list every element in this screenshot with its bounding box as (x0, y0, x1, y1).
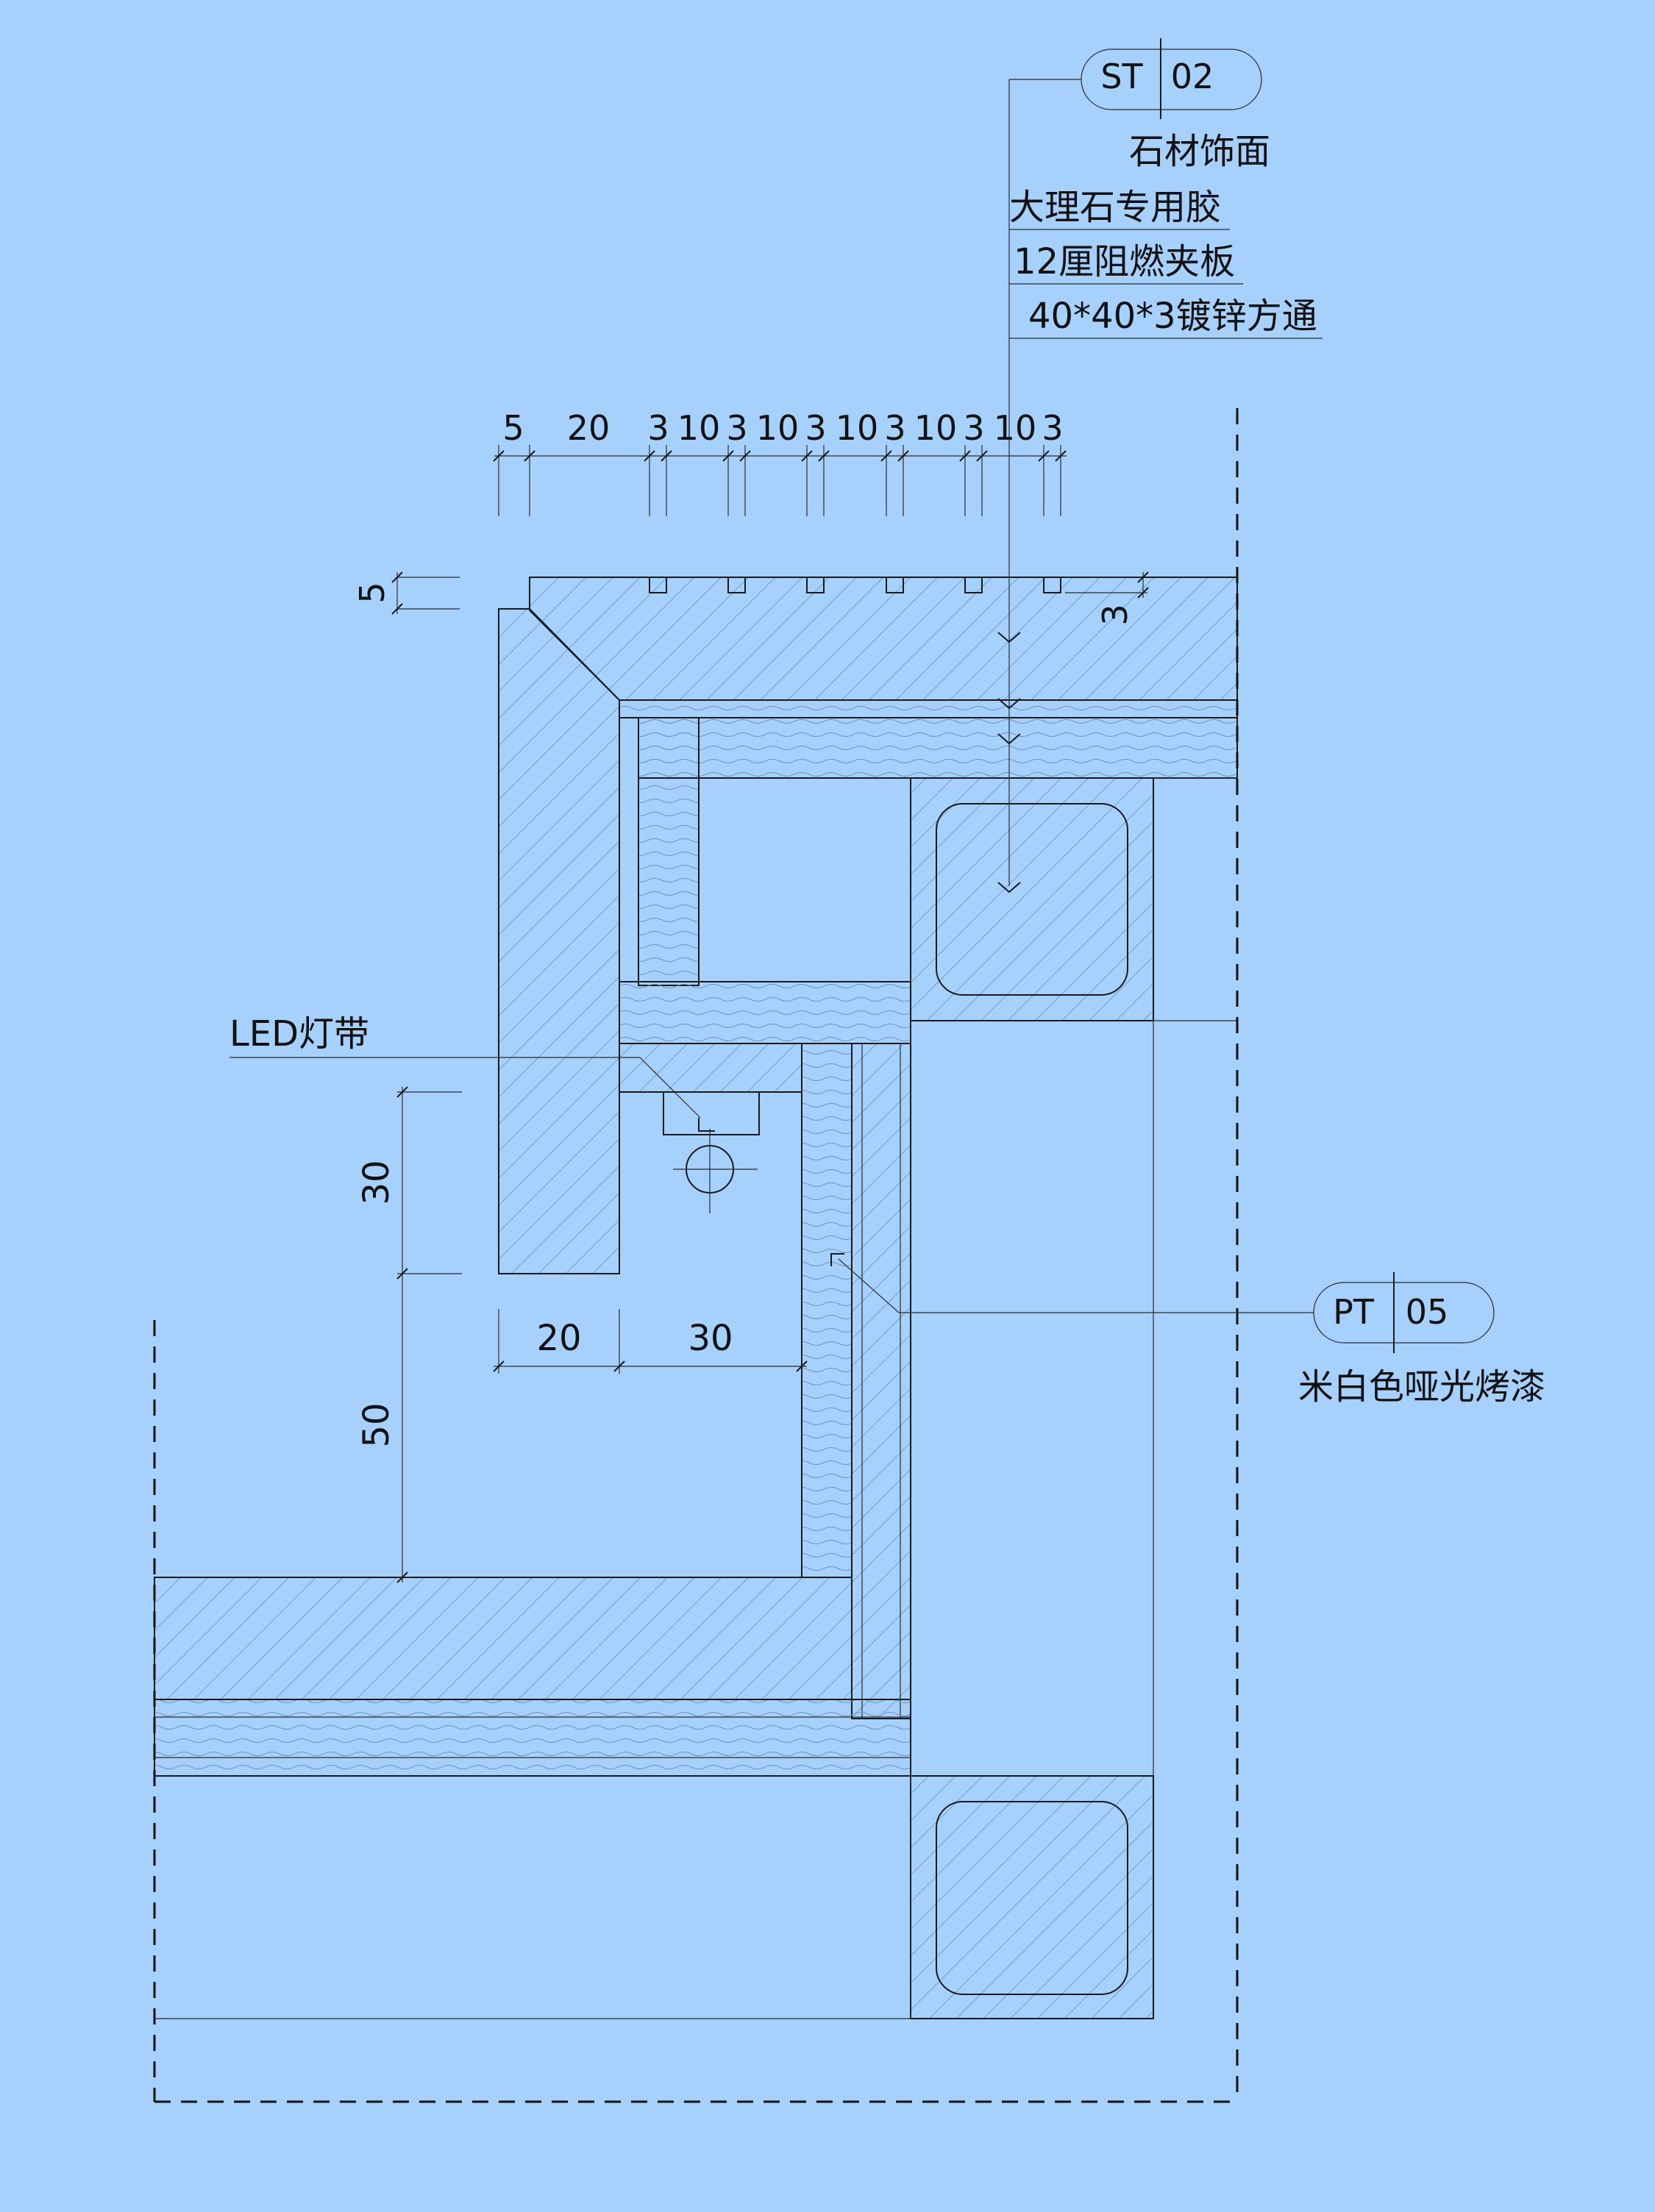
plywood-layers (619, 699, 1238, 1093)
tag-st-02: ST 02 (1081, 38, 1262, 119)
stone-vertical (498, 608, 620, 1274)
tag-right-number: 05 (1406, 1292, 1449, 1332)
dim-vertical-chain: 30 50 (356, 1086, 462, 1583)
tag-top-code: ST (1100, 57, 1143, 96)
galvanized-tube-upper (910, 777, 1154, 1021)
finish-callout: PT 05 米白色哑光烤漆 (830, 1253, 1545, 1408)
dim-top-5: 3 (726, 408, 747, 448)
dim-top-2: 20 (567, 408, 611, 448)
layer-labels: 石材饰面 大理石专用胶 12厘阻燃夹板 40*40*3镀锌方通 (1009, 131, 1323, 339)
dim-horizontal-20: 20 (536, 1318, 581, 1359)
layer-label-tube: 40*40*3镀锌方通 (1028, 296, 1317, 337)
dim-right-groove: 3 (1095, 604, 1135, 625)
material-leader (997, 79, 1081, 893)
dim-horizontal-30: 30 (688, 1318, 733, 1359)
stone-facing (529, 577, 1238, 701)
dim-top-9: 3 (884, 408, 905, 448)
dim-top-7: 3 (805, 408, 826, 448)
top-dimension-chain: 5 20 3 10 3 10 3 10 3 10 3 10 3 (493, 408, 1067, 516)
finish-label: 米白色哑光烤漆 (1298, 1366, 1545, 1408)
dim-horizontal-chain: 20 30 (493, 1309, 808, 1374)
tag-top-number: 02 (1171, 57, 1214, 96)
dim-top-10: 10 (914, 408, 958, 448)
dim-top-6: 10 (756, 408, 800, 448)
led-label: LED灯带 (229, 1013, 369, 1055)
led-callout: LED灯带 (229, 1013, 701, 1119)
layer-label-adhesive: 大理石专用胶 (1009, 187, 1221, 228)
dim-top-8: 10 (836, 408, 879, 448)
dim-top-3: 3 (647, 408, 669, 448)
dim-right-3: 3 (1065, 571, 1149, 626)
dim-vertical-50: 50 (356, 1402, 397, 1447)
dim-top-13: 3 (1042, 408, 1063, 448)
dim-top-1: 5 (502, 408, 524, 448)
layer-label-stone: 石材饰面 (1129, 131, 1270, 172)
layer-label-plywood: 12厘阻燃夹板 (1014, 241, 1235, 282)
dim-top-12: 10 (994, 408, 1037, 448)
galvanized-tube-lower (910, 1775, 1154, 2019)
dim-top-11: 3 (963, 408, 984, 448)
bottom-board (154, 1577, 911, 1777)
stone-grooves (649, 577, 1061, 593)
tag-right-code: PT (1333, 1292, 1375, 1332)
break-lines (153, 408, 1239, 2103)
dim-left-5: 5 (352, 571, 460, 615)
painted-panel-vertical (801, 1043, 911, 1719)
led-fixture (663, 1091, 760, 1213)
dim-left-top: 5 (352, 582, 392, 603)
dim-top-4: 10 (677, 408, 721, 448)
dim-vertical-30: 30 (356, 1160, 397, 1205)
